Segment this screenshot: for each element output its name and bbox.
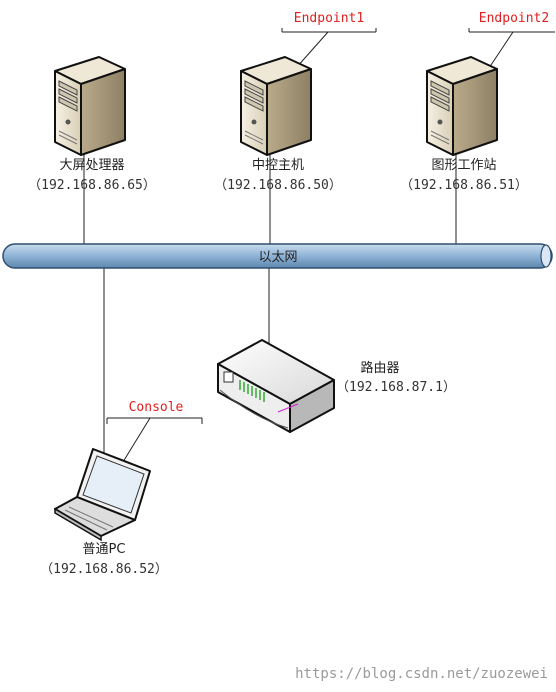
laptop-icon [54,448,151,542]
router-name: 路由器 [360,360,399,376]
server-icon-workstation [426,56,498,156]
endpoint2-tag: Endpoint2 [479,11,549,26]
router-icon [217,339,335,433]
callouts [106,28,555,463]
watermark: https://blog.csdn.net/zuozewei [295,666,548,682]
master-host-name: 中控主机 [252,158,304,173]
pc-name: 普通PC [83,542,126,557]
workstation-ip: （192.168.86.51） [400,178,528,193]
console-tag: Console [129,400,184,415]
server-icon-master-host [240,56,312,156]
ethernet-bus: 以太网 [2,243,553,269]
pc-ip: （192.168.86.52） [40,562,168,577]
router-ip: （192.168.87.1） [336,380,456,395]
master-host-ip: （192.168.86.50） [214,178,342,193]
ethernet-label: 以太网 [258,250,297,265]
server-icon-big-screen [54,56,126,156]
workstation-name: 图形工作站 [431,158,496,173]
big-screen-ip: （192.168.86.65） [28,178,156,193]
big-screen-name: 大屏处理器 [59,158,124,173]
endpoint1-tag: Endpoint1 [294,11,364,26]
